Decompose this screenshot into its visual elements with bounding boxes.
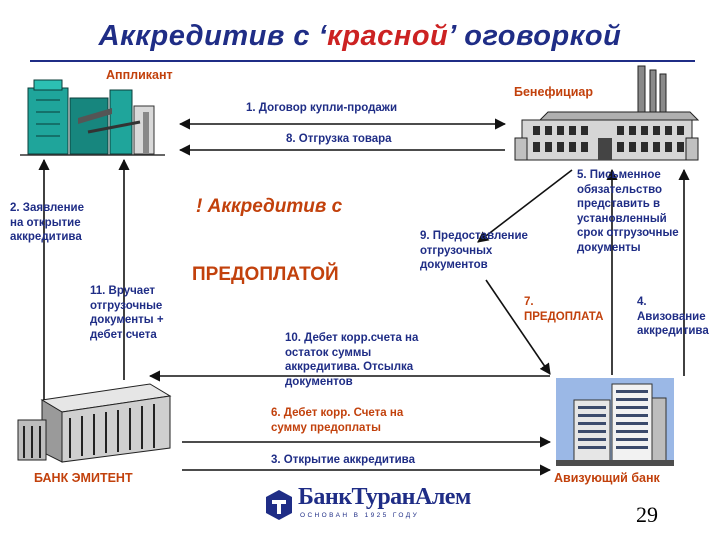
title-underline bbox=[30, 60, 695, 62]
beneficiary-factory-icon bbox=[514, 65, 700, 161]
arrow-5-undertaking bbox=[477, 169, 573, 243]
step-5-label: 5. Письменное обязательство представить … bbox=[577, 169, 679, 254]
callout-line1: ! Аккредитив с bbox=[196, 196, 343, 217]
advising-bank-label: Авизующий банк bbox=[554, 471, 660, 485]
logo-name: БанкТуранАлем bbox=[298, 484, 471, 510]
bank-emblem-icon bbox=[266, 490, 292, 520]
step-7-label: 7. ПРЕДОПЛАТА bbox=[524, 296, 604, 323]
page-number: 29 bbox=[636, 502, 658, 527]
step-6-label: 6. Дебет корр. Счета на сумму предоплаты bbox=[271, 407, 404, 434]
title-part1: Аккредитив с ‘ bbox=[98, 20, 328, 52]
title-part2: ’ оговоркой bbox=[448, 20, 622, 52]
logo-tagline: ОСНОВАН В 1925 ГОДУ bbox=[300, 512, 420, 519]
bank-logo: БанкТуранАлем ОСНОВАН В 1925 ГОДУ bbox=[262, 484, 471, 526]
step-11-label: 11. Вручает отгрузочные документы + дебе… bbox=[90, 285, 164, 341]
step-8-label: 8. Отгрузка товара bbox=[286, 133, 392, 145]
step-2-label: 2. Заявление на открытие аккредитива bbox=[10, 202, 84, 243]
step-9-label: 9. Предоставление отгрузочных документов bbox=[420, 230, 528, 271]
callout-line2: ПРЕДОПЛАТОЙ bbox=[192, 264, 339, 285]
applicant-factory-icon bbox=[20, 72, 165, 158]
issuing-bank-label: БАНК ЭМИТЕНТ bbox=[34, 471, 133, 485]
step-3-label: 3. Открытие аккредитива bbox=[271, 454, 415, 466]
issuing-bank-building-icon bbox=[17, 383, 172, 463]
beneficiary-label: Бенефициар bbox=[514, 85, 594, 99]
applicant-label: Аппликант bbox=[106, 68, 173, 82]
arrow-9-documents bbox=[485, 279, 551, 375]
advising-bank-building-icon bbox=[556, 378, 674, 466]
step-10-label: 10. Дебет корр.счета на остаток суммы ак… bbox=[285, 332, 419, 388]
step-1-label: 1. Договор купли-продажи bbox=[246, 102, 398, 114]
step-4-label: 4. Авизование аккредитива bbox=[637, 296, 709, 337]
title-accent: красной bbox=[327, 20, 449, 52]
page-title: Аккредитив с ‘красной’ оговоркой bbox=[0, 20, 720, 53]
